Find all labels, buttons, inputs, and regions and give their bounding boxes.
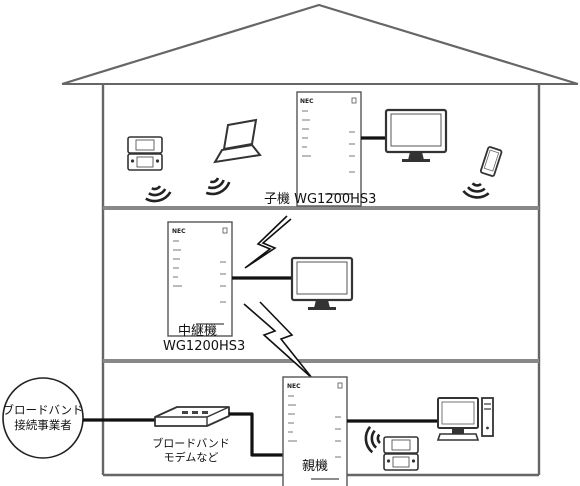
isp-bubble: ブロードバンド 接続事業者 <box>2 377 84 459</box>
child-unit-label: 子機 WG1200HS3 <box>264 192 376 207</box>
parent-unit-label: 親機 <box>302 459 328 474</box>
wifi-waves-icon <box>204 174 231 201</box>
tv-icon <box>290 256 354 312</box>
lightning-link-icon <box>243 301 313 379</box>
desktop-pc-icon <box>436 397 494 441</box>
repeater-model-label: WG1200HS3 <box>163 339 245 354</box>
router-brand: NEC <box>300 98 314 105</box>
router-brand: NEC <box>172 228 186 235</box>
isp-label-line1: ブロードバンド <box>2 403 83 417</box>
smartphone-icon <box>479 146 503 177</box>
router-icon: NEC <box>167 221 233 337</box>
wifi-waves-icon <box>357 425 386 454</box>
wifi-waves-icon <box>462 178 491 207</box>
router-icon: NEC <box>282 376 348 486</box>
modem-label-line1: ブロードバンド <box>152 436 230 450</box>
repeater-label: 中継機 <box>178 324 217 339</box>
router-icon: NEC <box>296 91 362 207</box>
laptop-icon <box>213 118 262 164</box>
router-brand: NEC <box>287 383 301 390</box>
modem-icon <box>154 406 230 427</box>
game-console-icon <box>383 436 419 471</box>
isp-label-line2: 接続事業者 <box>14 418 72 432</box>
game-console-icon <box>127 136 163 171</box>
lightning-link-icon <box>244 215 292 269</box>
modem-label-line2: モデムなど <box>164 450 219 464</box>
wifi-waves-icon <box>144 181 172 209</box>
tv-icon <box>384 108 448 164</box>
